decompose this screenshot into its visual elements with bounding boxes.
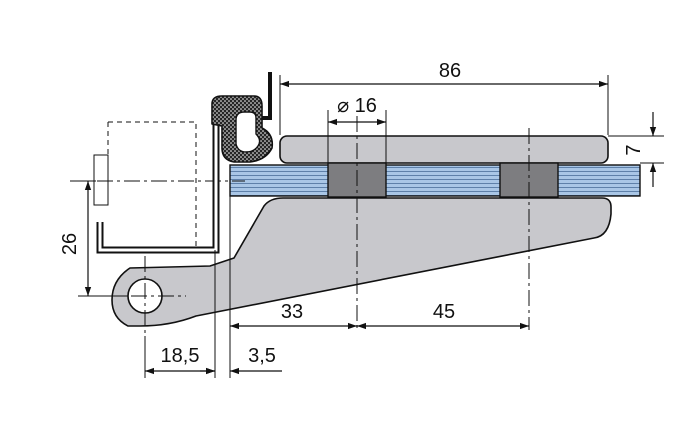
dim-86-label: 86 [439,60,461,82]
dim-33-label: 33 [281,301,303,323]
seal-inner-channel [235,111,261,153]
dim-26-label: 26 [59,233,81,255]
wall-profile-lip [262,72,272,120]
dim-7-label: 7 [623,144,645,155]
dim-hole-label: ⌀ 16 [337,95,377,117]
screw-head [93,154,109,206]
hinge-lower-body [111,197,612,327]
dim-45-label: 45 [433,301,455,323]
dim-18-5-label: 18,5 [161,345,200,367]
glass-pane [229,164,641,197]
hinge-upper-plate [279,135,609,164]
dim-3-5-label: 3,5 [248,345,276,367]
hidden-block-outline [108,121,197,246]
